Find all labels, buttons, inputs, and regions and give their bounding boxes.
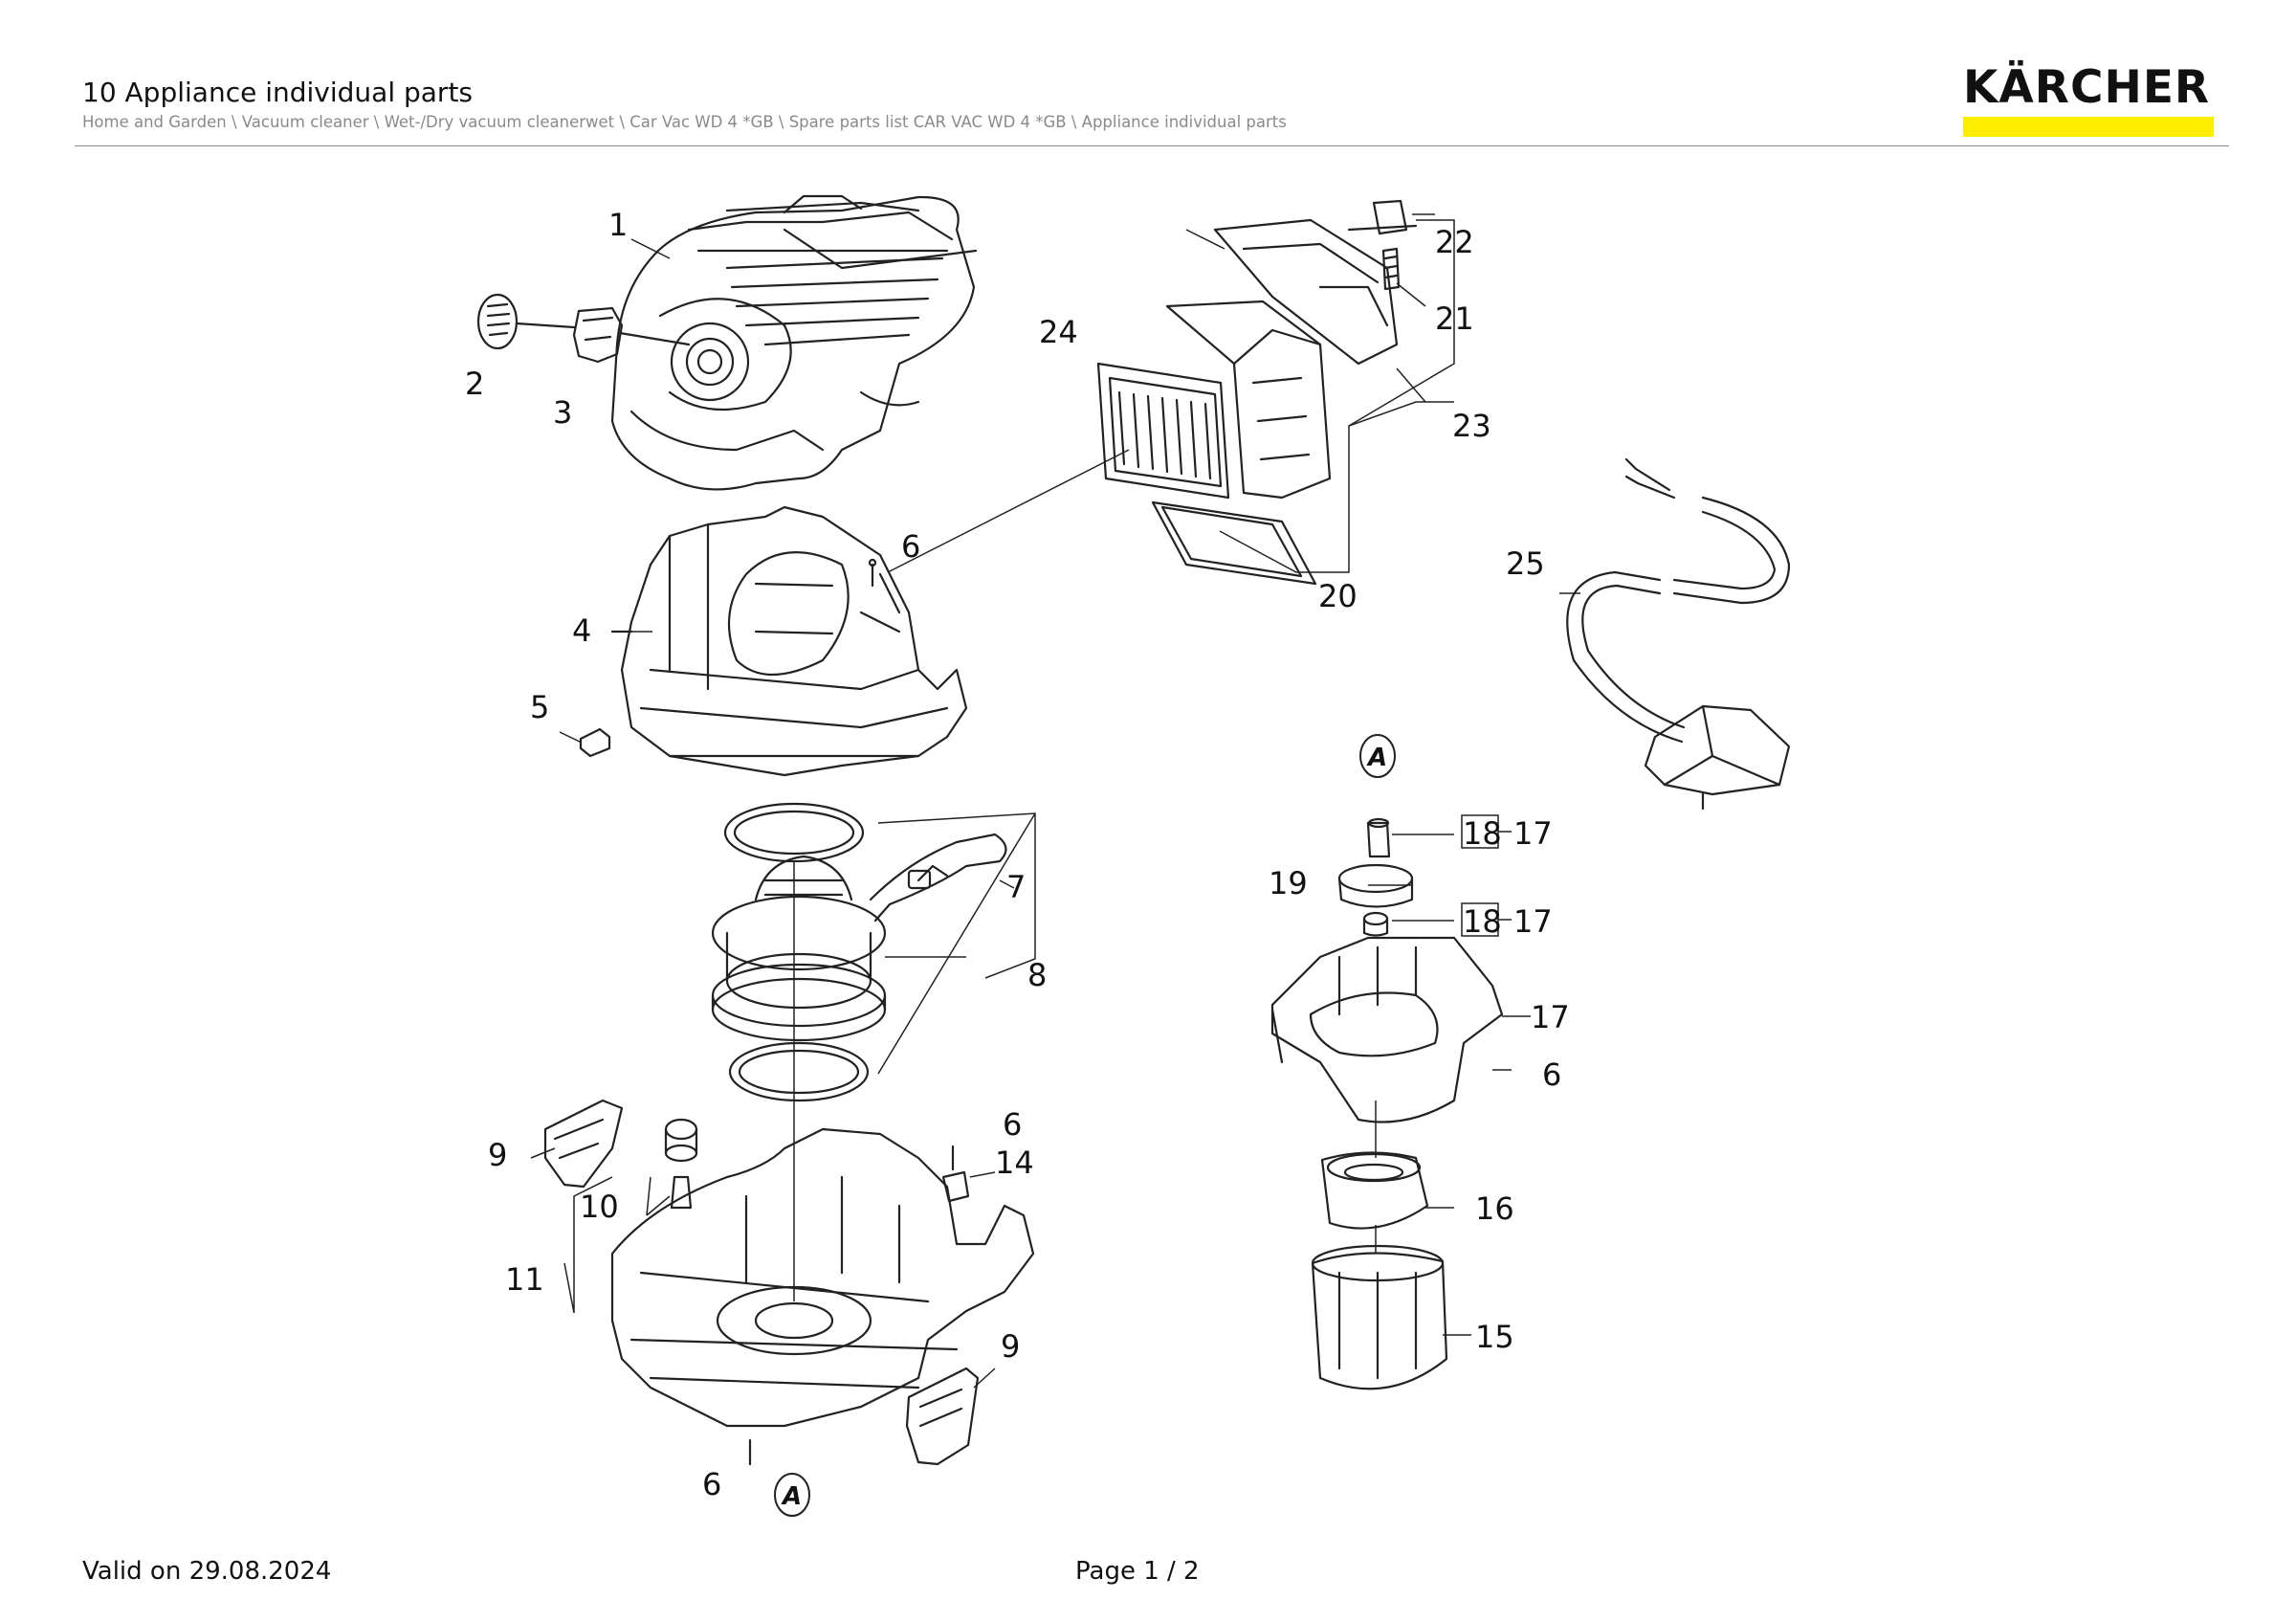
top-cover-part [610, 194, 978, 491]
brand-wordmark: KÄRCHER [1963, 61, 2211, 114]
callout-22: 22 [1435, 224, 1474, 260]
power-cord-part [1566, 457, 1791, 811]
callout-25: 25 [1506, 545, 1545, 582]
callout-17c: 17 [1531, 999, 1570, 1035]
callout-6b: 6 [1003, 1106, 1022, 1143]
knob-part [476, 293, 576, 350]
small-block-part [579, 727, 611, 758]
callout-5: 5 [530, 689, 549, 725]
callout-18b: 18 [1463, 903, 1502, 940]
callout-23: 23 [1452, 408, 1491, 444]
gasket-part [1151, 500, 1317, 586]
callout-7: 7 [1006, 869, 1026, 905]
screw-part [868, 558, 877, 588]
brand-yellow-bar [1963, 117, 2214, 137]
callout-4: 4 [572, 612, 591, 649]
marker-circle-bottom [774, 1473, 810, 1517]
motor-housing-part [610, 505, 968, 777]
callout-15: 15 [1475, 1319, 1514, 1355]
float-part [664, 1118, 698, 1210]
callout-17b: 17 [1513, 903, 1553, 940]
karcher-logo: KÄRCHER [1963, 59, 2214, 138]
spring-part [1381, 247, 1401, 291]
callout-3: 3 [553, 394, 572, 431]
page-number: Page 1 / 2 [1075, 1557, 1200, 1586]
callout-9a: 9 [488, 1137, 507, 1173]
marker-circle-top [1359, 734, 1396, 778]
callout-14: 14 [995, 1145, 1034, 1181]
switch-part [572, 306, 691, 364]
header-divider [75, 145, 2229, 146]
bottom-ring-part [728, 1041, 870, 1102]
filter-part [1096, 362, 1230, 500]
container-part [1311, 1244, 1448, 1390]
valid-date: Valid on 29.08.2024 [82, 1557, 332, 1586]
base-tub-part [610, 1127, 1035, 1428]
wiring-part [869, 833, 1007, 923]
float-insert-part [1320, 1151, 1429, 1230]
callout-1: 1 [608, 207, 628, 243]
callout-11: 11 [505, 1261, 544, 1298]
callout-10: 10 [580, 1189, 619, 1225]
callout-21: 21 [1435, 300, 1474, 337]
callout-20: 20 [1318, 578, 1358, 614]
callout-8: 8 [1027, 957, 1047, 993]
callout-16: 16 [1475, 1190, 1514, 1227]
callout-6c: 6 [702, 1466, 721, 1502]
callout-9b: 9 [1001, 1328, 1020, 1365]
right-latch-part [905, 1367, 980, 1466]
callout-6a: 6 [901, 528, 920, 565]
page-title: 10 Appliance individual parts [82, 77, 474, 108]
callout-24: 24 [1039, 314, 1078, 350]
callout-6d: 6 [1542, 1056, 1561, 1093]
float-cage-part [1270, 817, 1504, 1123]
filter-cage-part [1165, 218, 1399, 500]
callout-18a: 18 [1463, 815, 1502, 852]
callout-19: 19 [1269, 865, 1308, 901]
marker-a-bottom: A [781, 1482, 802, 1511]
seal-ring-part [723, 802, 865, 863]
left-latch-part [543, 1099, 624, 1189]
breadcrumb: Home and Garden \ Vacuum cleaner \ Wet-/… [82, 113, 1287, 131]
marker-a-top: A [1366, 744, 1387, 772]
motor-part [711, 855, 887, 1042]
clip-part [941, 1145, 970, 1203]
callout-2: 2 [465, 366, 484, 402]
callout-17a: 17 [1513, 815, 1553, 852]
cap-part [1347, 199, 1418, 235]
